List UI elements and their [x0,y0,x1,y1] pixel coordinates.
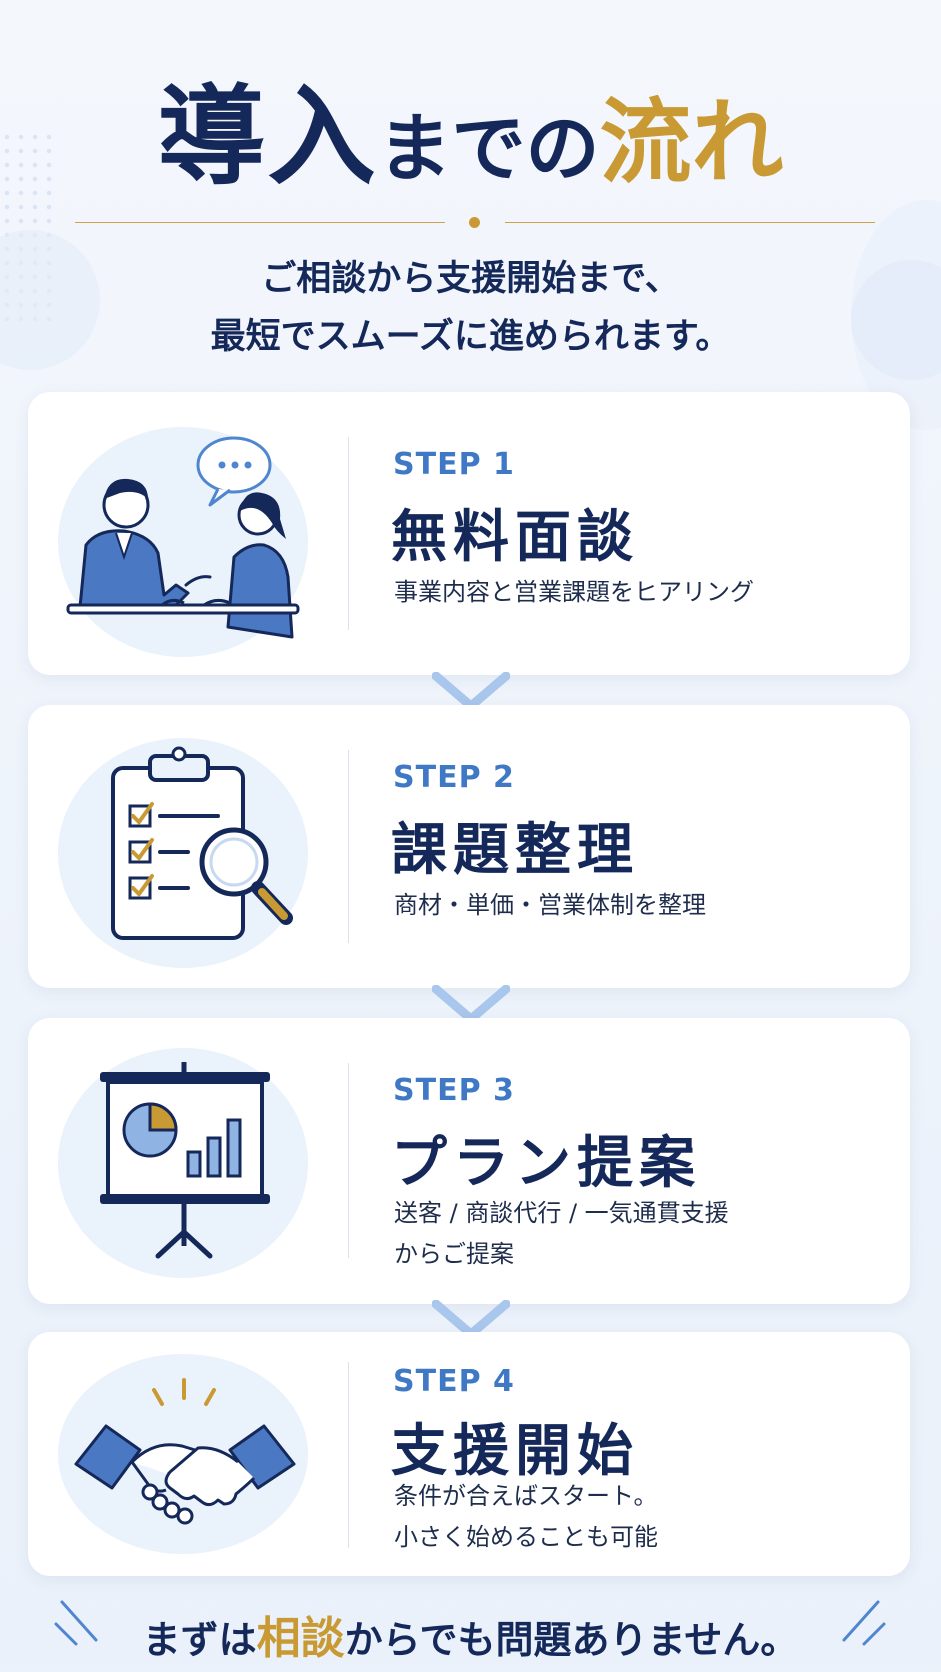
footer-text-part2: からでも問題ありません。 [344,1618,799,1662]
step-desc-line: 小さく始めることも可能 [394,1523,658,1551]
title-divider [75,217,875,228]
step-description: 条件が合えばスタート。 小さく始めることも可能 [394,1476,658,1558]
step-desc-line: 送客 / 商談代行 / 一気通貫支援 [394,1199,729,1227]
card-divider [348,1362,349,1548]
consultation-icon [58,427,308,657]
step-card-2: STEP 2 課題整理 商材・単価・営業体制を整理 [28,705,910,988]
subtitle: ご相談から支援開始まで、 最短でスムーズに進められます。 [0,250,941,366]
step-label: STEP 1 [393,447,515,482]
presentation-board-icon [58,1048,308,1278]
step-title: 無料面談 [391,505,639,570]
step-title: 課題整理 [391,818,639,883]
step-desc-line: からご提案 [394,1240,514,1268]
card-divider [348,437,349,630]
step-description: 事業内容と営業課題をヒアリング [394,572,754,613]
step-desc-line: 商材・単価・営業体制を整理 [394,891,706,919]
step-label: STEP 3 [393,1073,515,1108]
handshake-icon [58,1354,308,1554]
decorative-circle [851,260,941,380]
step-card-4: STEP 4 支援開始 条件が合えばスタート。 小さく始めることも可能 [28,1332,910,1576]
card-divider [348,1063,349,1258]
footer-highlight: 相談 [256,1613,345,1664]
title-part3: 流れ [599,88,784,196]
footer-message: まずは相談からでも問題ありません。 [0,1602,941,1666]
accent-lines-left-icon [54,1600,98,1646]
step-desc-line: 条件が合えばスタート。 [394,1482,658,1510]
title-part1: 導入 [157,74,378,200]
step-title: プラン提案 [391,1131,701,1196]
step-label: STEP 2 [393,760,515,795]
step-desc-line: 事業内容と営業課題をヒアリング [394,578,754,606]
accent-lines-right-icon [842,1600,886,1646]
page-title: 導入までの流れ [0,50,941,206]
step-label: STEP 4 [393,1364,515,1399]
subtitle-line2: 最短でスムーズに進められます。 [210,317,731,357]
step-card-3: STEP 3 プラン提案 送客 / 商談代行 / 一気通貫支援 からご提案 [28,1018,910,1304]
checklist-magnifier-icon [58,738,308,968]
step-description: 商材・単価・営業体制を整理 [394,885,706,926]
title-part2: までの [377,106,600,192]
subtitle-line1: ご相談から支援開始まで、 [261,259,680,299]
step-description: 送客 / 商談代行 / 一気通貫支援 からご提案 [394,1193,729,1275]
step-title: 支援開始 [391,1419,639,1484]
footer-text-part1: まずは [142,1618,257,1662]
step-card-1: STEP 1 無料面談 事業内容と営業課題をヒアリング [28,392,910,675]
card-divider [348,750,349,943]
